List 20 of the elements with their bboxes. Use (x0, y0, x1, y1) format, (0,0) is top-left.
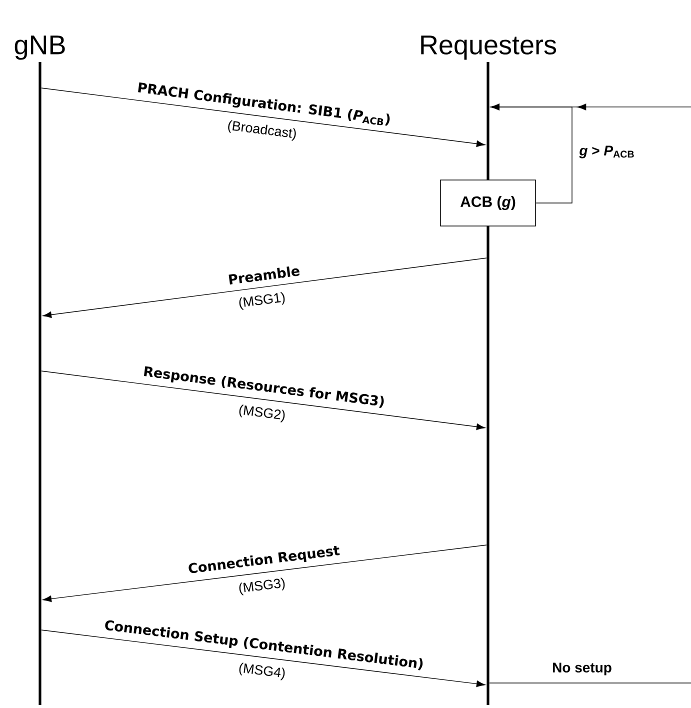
edge-label: No setup (553, 662, 612, 676)
lifeline: gNB (14, 36, 65, 705)
arrow (41, 88, 486, 147)
arrow (41, 370, 486, 430)
message-note: (MSG2) (239, 404, 285, 422)
message-note: (MSG3) (239, 578, 285, 596)
node-label: Requesters (421, 36, 556, 60)
arrow (490, 104, 572, 204)
arrow (42, 544, 487, 602)
edge-label: Connection Request (188, 546, 340, 574)
message-note: (MSG1) (239, 292, 285, 310)
arrow (41, 630, 486, 688)
message-note: (Broadcast) (228, 120, 296, 141)
node-label: gNB (14, 36, 65, 60)
message-note: (MSG4) (239, 662, 285, 680)
arrow (42, 258, 487, 318)
line (489, 682, 691, 684)
process-box: ACB (g) (440, 180, 536, 226)
edge-label: Preamble (228, 266, 300, 284)
edge-label: g > P$_{ACB}$ (579, 146, 634, 158)
